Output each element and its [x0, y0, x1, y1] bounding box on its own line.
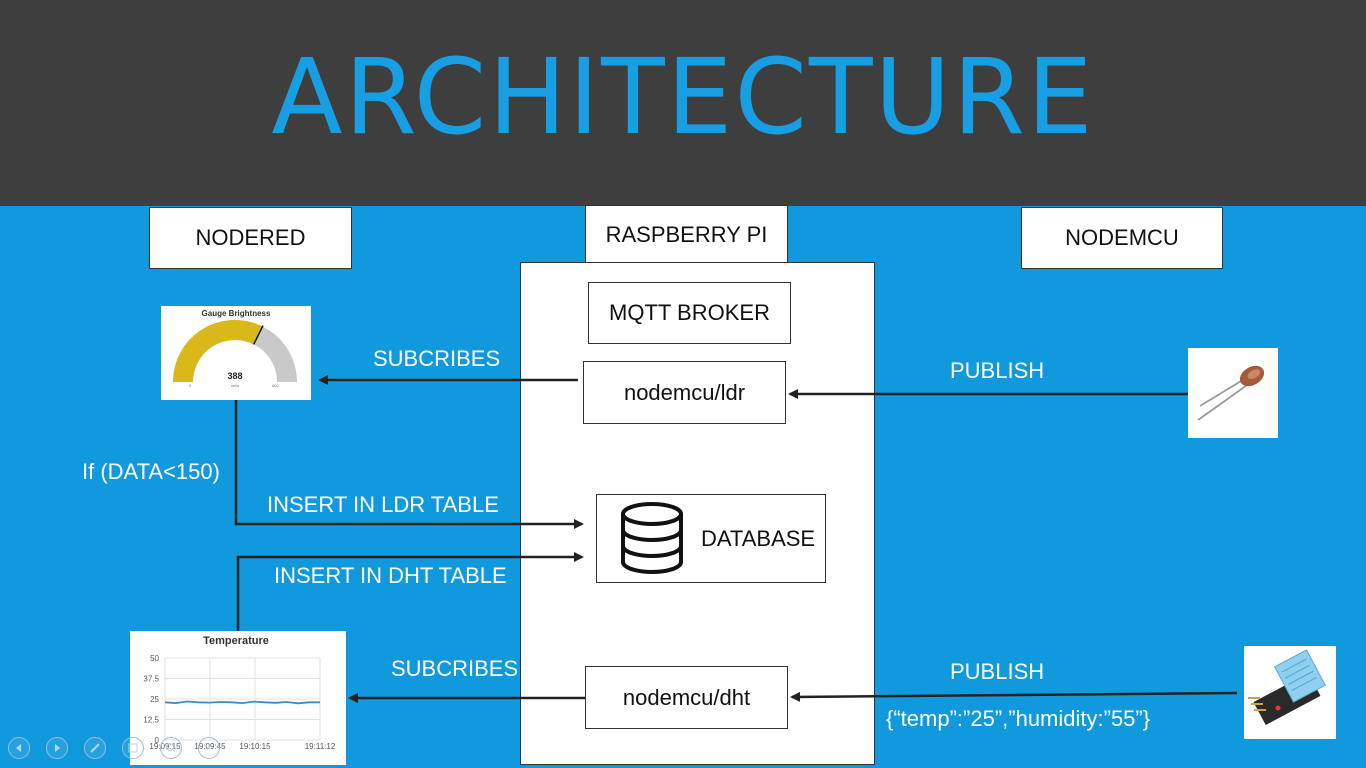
raspberry-pi-label: RASPBERRY PI — [605, 221, 768, 247]
ldr-sensor-image — [1188, 348, 1278, 438]
page-title: ARCHITECTURE — [271, 36, 1095, 158]
gauge-unit: units — [230, 383, 240, 388]
magnifier-icon — [166, 743, 176, 753]
gauge-title: Gauge Brightness — [201, 309, 271, 318]
mqtt-broker-label: MQTT BROKER — [609, 300, 770, 325]
gauge-brightness-card: Gauge Brightness 388 units 0 600 — [161, 306, 311, 400]
gauge-max: 600 — [272, 383, 279, 388]
nodemcu-label: NODEMCU — [1065, 225, 1179, 250]
previous-slide-button[interactable] — [8, 737, 30, 759]
raspberry-pi-header: RASPBERRY PI — [585, 205, 788, 264]
nodered-header: NODERED — [149, 207, 352, 269]
previous-icon — [16, 744, 21, 752]
topic-ldr-box: nodemcu/ldr — [583, 361, 786, 424]
label-condition: If (DATA<150) — [82, 459, 220, 484]
database-icon — [621, 501, 683, 574]
label-publish-bottom: PUBLISH — [950, 659, 1045, 684]
temperature-chart-title: Temperature — [203, 635, 269, 647]
more-options-button[interactable] — [198, 737, 220, 759]
pen-tool-button[interactable] — [84, 737, 106, 759]
database-box: DATABASE — [596, 494, 826, 583]
temperature-y-tick: 12.5 — [143, 716, 159, 725]
next-icon — [55, 744, 60, 752]
gauge-min: 0 — [189, 383, 192, 388]
temperature-y-tick: 0 — [155, 736, 160, 745]
temperature-y-tick: 37.5 — [143, 675, 159, 684]
database-label: DATABASE — [701, 525, 816, 551]
label-payload: {“temp”:”25”,”humidity:”55”} — [886, 706, 1151, 731]
temperature-y-tick: 50 — [150, 654, 159, 663]
gauge-dial — [173, 320, 297, 383]
pen-icon — [90, 743, 100, 753]
label-subscribes-bottom: SUBCRIBES — [391, 656, 519, 681]
label-publish-top: PUBLISH — [950, 358, 1045, 383]
label-insert-ldr: INSERT IN LDR TABLE — [267, 492, 499, 517]
gauge-value: 388 — [227, 371, 243, 381]
slides-button[interactable] — [122, 737, 144, 759]
label-subscribes-top: SUBCRIBES — [373, 346, 501, 371]
label-insert-dht: INSERT IN DHT TABLE — [274, 563, 507, 588]
more-icon — [207, 746, 211, 750]
topic-ldr-label: nodemcu/ldr — [623, 379, 746, 405]
mqtt-broker-box: MQTT BROKER — [588, 282, 791, 344]
dht-sensor-image — [1244, 646, 1336, 739]
next-slide-button[interactable] — [46, 737, 68, 759]
ldr-sensor-icon — [1197, 365, 1265, 421]
temperature-x-tick: 19:11:12 — [305, 742, 336, 751]
temperature-series-line — [164, 700, 320, 705]
nodered-label: NODERED — [195, 225, 306, 250]
slides-grid-icon — [128, 743, 138, 753]
header-bar — [0, 0, 1366, 206]
topic-dht-box: nodemcu/dht — [585, 666, 788, 729]
temperature-x-tick: 19:10:15 — [239, 742, 271, 751]
dht-sensor-icon — [1248, 649, 1326, 726]
temperature-y-tick: 25 — [150, 695, 159, 704]
zoom-button[interactable] — [160, 737, 182, 759]
nodemcu-header: NODEMCU — [1021, 207, 1223, 269]
topic-dht-label: nodemcu/dht — [622, 684, 751, 710]
